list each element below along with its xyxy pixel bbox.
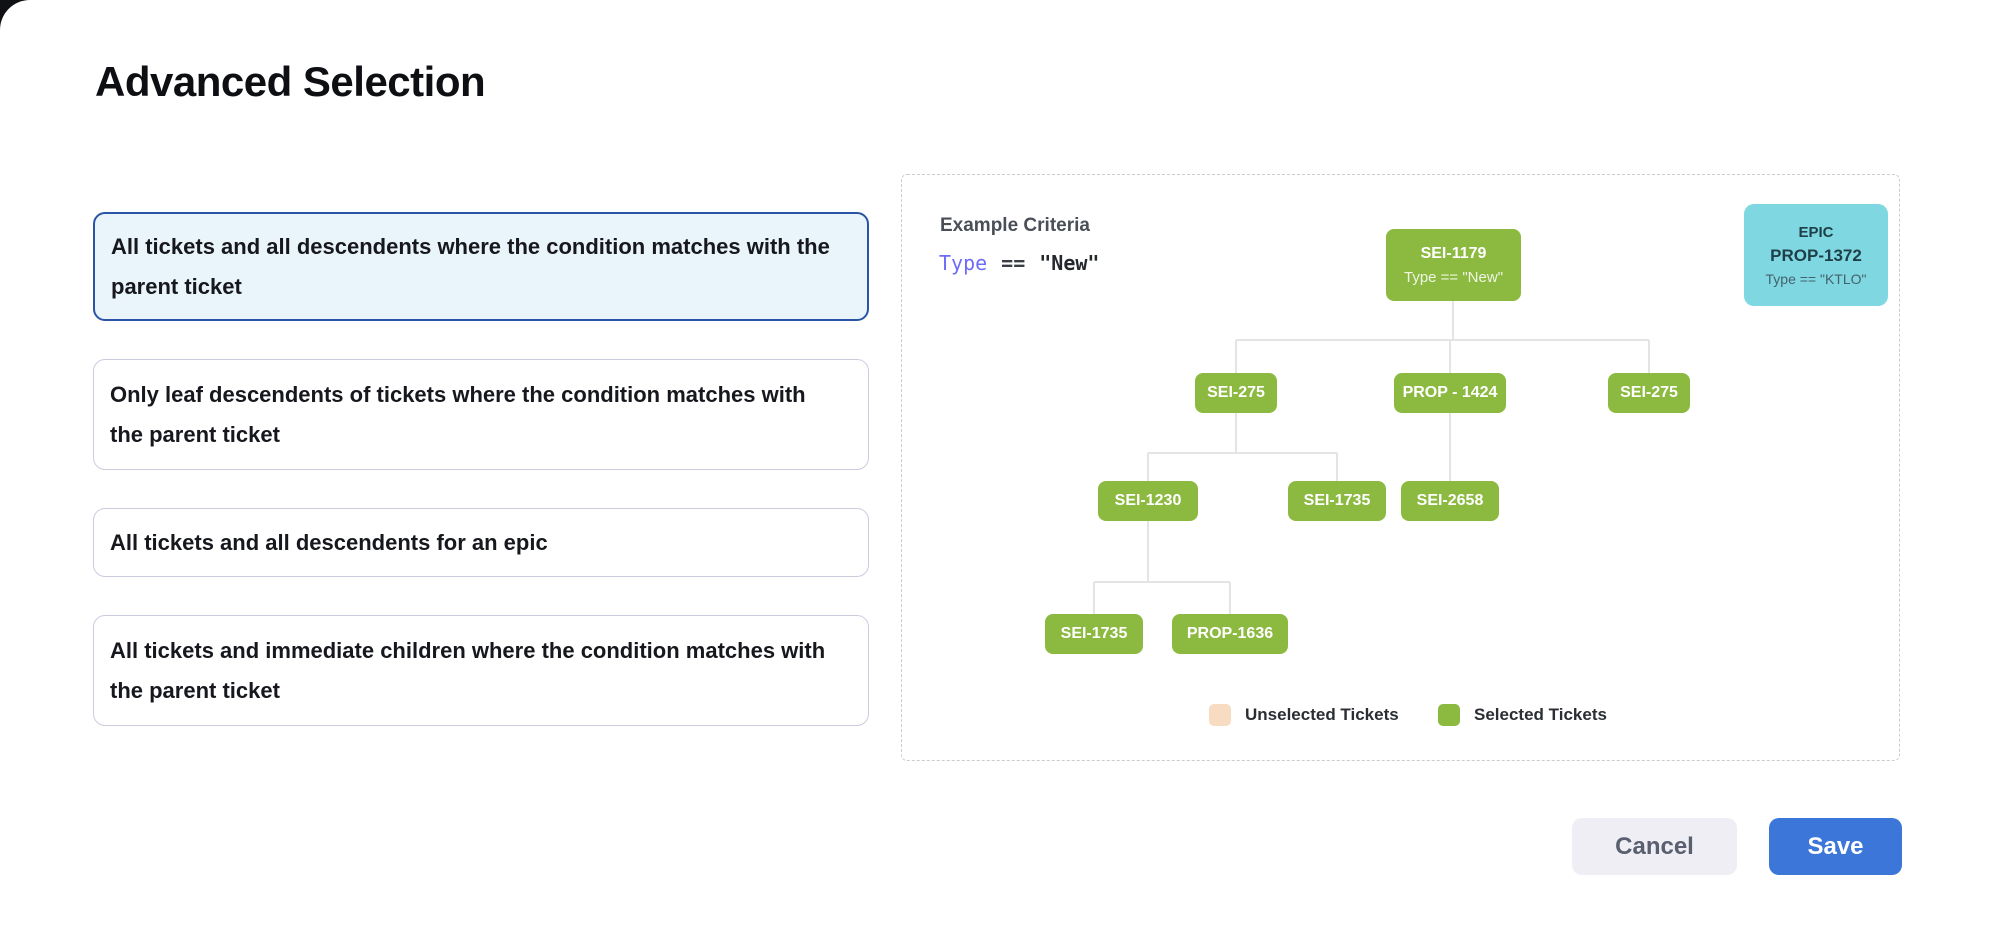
tree-node: SEI-275 — [1195, 373, 1277, 413]
legend-label: Selected Tickets — [1474, 705, 1607, 724]
tree-node-label: SEI-1230 — [1114, 492, 1182, 509]
tree-connector-lines — [1093, 301, 1650, 614]
tree-node: SEI-1735 — [1288, 481, 1386, 521]
option-all-descendents-condition[interactable]: All tickets and all descendents where th… — [93, 212, 869, 321]
option-immediate-children-condition[interactable]: All tickets and immediate children where… — [93, 615, 869, 726]
criteria-field: Type — [939, 251, 988, 275]
tree-node-root: SEI-1179 Type == "New" — [1386, 229, 1521, 301]
unselected-color-swatch — [1209, 704, 1231, 726]
tree-node: SEI-1230 — [1098, 481, 1198, 521]
tree-node: PROP-1636 — [1172, 614, 1288, 654]
criteria-expression: Type == "New" — [939, 251, 1099, 275]
tree-node-label: SEI-1179 — [1420, 244, 1487, 262]
option-label: Only leaf descendents of tickets where t… — [110, 381, 806, 447]
epic-card-id: PROP-1372 — [1770, 245, 1862, 265]
tree-node-label: SEI-1735 — [1060, 625, 1128, 642]
criteria-value: "New" — [1039, 251, 1100, 275]
tree-node-label: SEI-275 — [1620, 384, 1678, 401]
save-button[interactable]: Save — [1769, 818, 1902, 875]
cancel-button[interactable]: Cancel — [1572, 818, 1737, 875]
legend-unselected-tickets: Unselected Tickets — [1209, 704, 1399, 726]
option-label: All tickets and immediate children where… — [110, 637, 826, 703]
tree-node: SEI-1735 — [1045, 614, 1143, 654]
selected-color-swatch — [1438, 704, 1460, 726]
epic-card-criteria: Type == "KTLO" — [1765, 270, 1867, 287]
option-label: All tickets and all descendents for an e… — [110, 529, 548, 555]
option-label: All tickets and all descendents where th… — [111, 233, 830, 299]
epic-card: EPIC PROP-1372 Type == "KTLO" — [1744, 204, 1888, 306]
tree-node-label: SEI-2658 — [1416, 492, 1484, 509]
tree-node-label: SEI-275 — [1207, 384, 1265, 401]
criteria-operator: == — [1001, 251, 1026, 275]
tree-node: SEI-2658 — [1401, 481, 1499, 521]
legend-selected-tickets: Selected Tickets — [1438, 704, 1607, 726]
option-leaf-descendents-condition[interactable]: Only leaf descendents of tickets where t… — [93, 359, 869, 470]
tree-node-label: SEI-1735 — [1303, 492, 1371, 509]
tree-node: PROP - 1424 — [1394, 373, 1506, 413]
option-all-descendents-epic[interactable]: All tickets and all descendents for an e… — [93, 508, 869, 577]
tree-node-sublabel: Type == "New" — [1403, 268, 1504, 286]
example-panel: Example Criteria Type == "New" — [901, 174, 1900, 761]
tree-node-label: PROP-1636 — [1186, 625, 1274, 642]
page-title: Advanced Selection — [95, 58, 486, 105]
epic-card-type: EPIC — [1798, 223, 1834, 241]
tree-node: SEI-275 — [1608, 373, 1690, 413]
tree-node-label: PROP - 1424 — [1402, 384, 1498, 401]
legend-label: Unselected Tickets — [1245, 705, 1399, 724]
example-criteria-heading: Example Criteria — [940, 215, 1090, 236]
